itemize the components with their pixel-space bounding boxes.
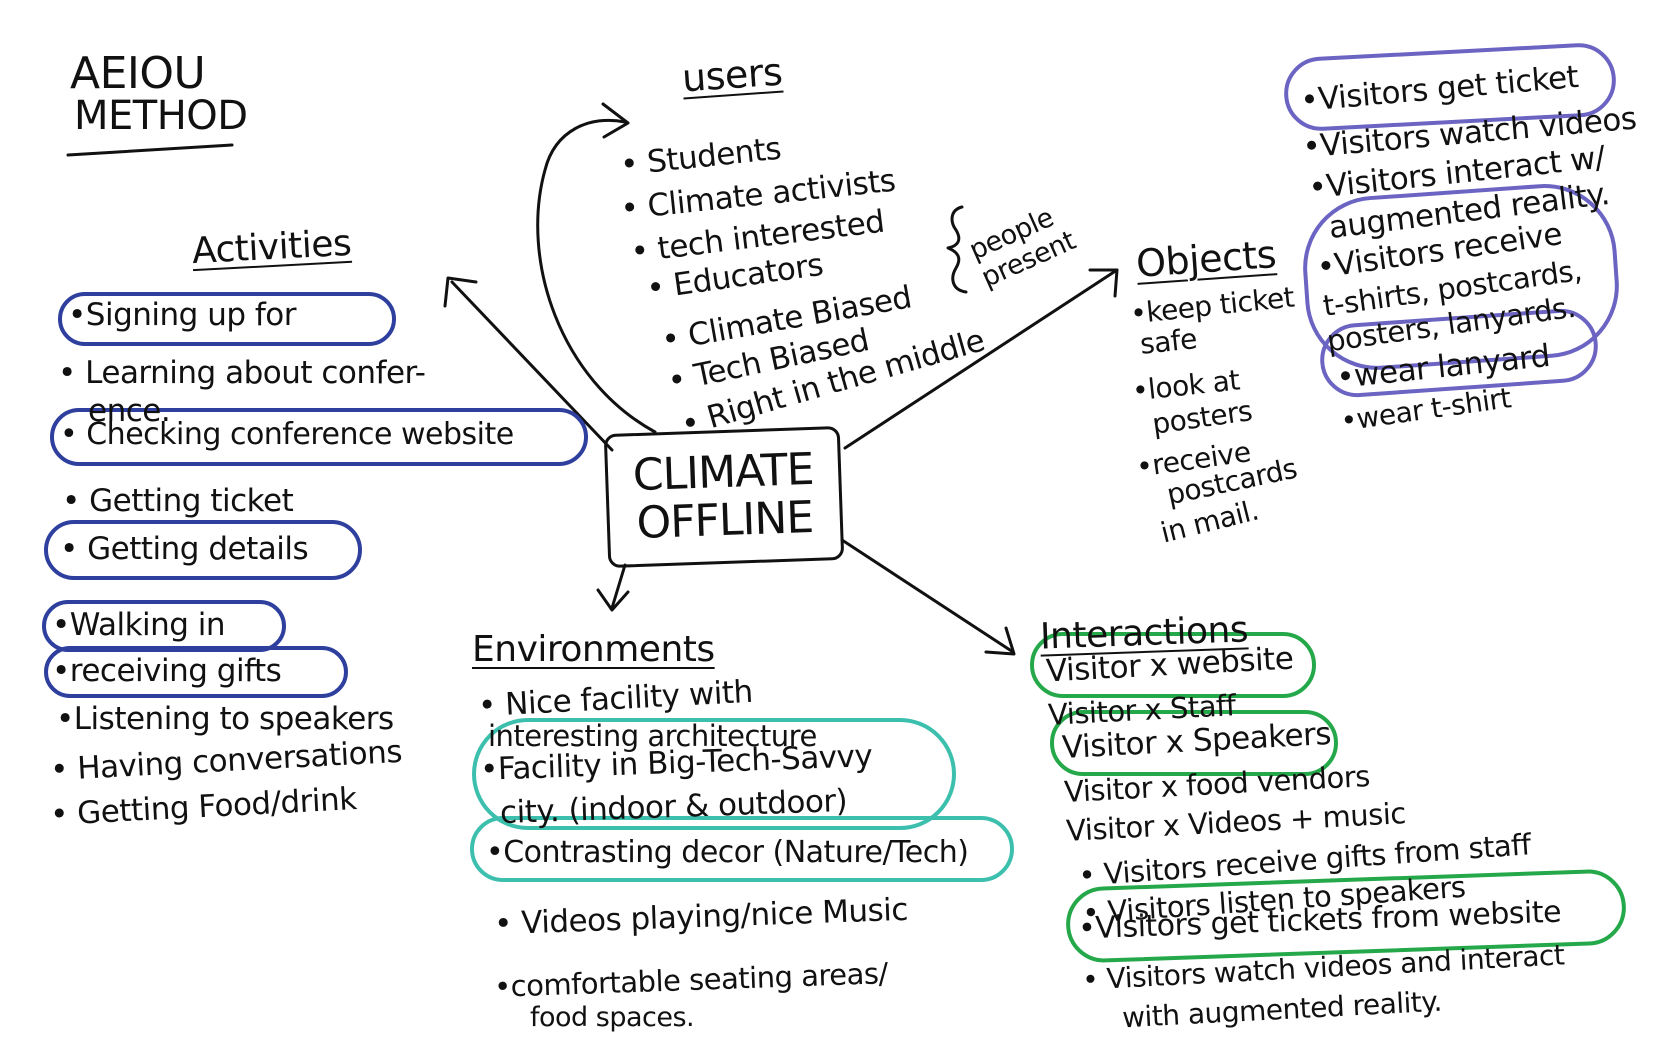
object-item: safe <box>1138 322 1199 361</box>
arrow-to-interactions <box>840 538 1015 654</box>
method-title-line2: METHOD <box>74 93 248 139</box>
highlight-visitors-get-tickets <box>1066 869 1626 963</box>
objects-heading: Objects <box>1134 232 1278 286</box>
activity-item: •Walking in <box>52 607 226 643</box>
arrowhead-environments <box>596 588 630 612</box>
highlight-facility-city <box>472 718 956 830</box>
activity-item: • Getting details <box>60 531 309 567</box>
activity-item: ence. <box>88 393 171 429</box>
highlight-visitors-receive <box>1303 184 1619 370</box>
activity-item: •Signing up for <box>68 297 297 333</box>
highlight-receiving-gifts <box>44 646 348 698</box>
arrowhead-activities <box>443 276 478 308</box>
environment-item: •Contrasting decor (Nature/Tech) <box>486 835 969 870</box>
environment-item: food spaces. <box>530 1002 695 1033</box>
environments-heading: Environments <box>472 629 715 670</box>
highlight-visitor-speakers <box>1050 710 1338 776</box>
activity-item: •receiving gifts <box>52 653 282 689</box>
highlight-visitor-website <box>1030 632 1316 698</box>
activity-item: • Learning about confer- <box>58 355 426 391</box>
highlight-wear-lanyard <box>1320 308 1598 398</box>
highlight-contrasting-decor <box>470 816 1014 882</box>
users-heading: users <box>680 49 784 101</box>
arrowhead-interactions <box>984 626 1016 656</box>
highlight-signing-up <box>58 292 396 346</box>
environment-item: interesting architecture <box>488 719 817 753</box>
center-topic-box: CLIMATE OFFLINE <box>603 425 845 569</box>
arrow-to-objects <box>843 268 1119 450</box>
arrow-to-activities <box>450 280 614 452</box>
method-title-line1: AEIOU <box>70 48 206 99</box>
activities-heading: Activities <box>191 222 353 273</box>
activity-item: •Listening to speakers <box>56 701 394 737</box>
arrowhead-users <box>601 102 630 139</box>
title-underline <box>66 143 234 157</box>
arrow-to-environments <box>610 563 627 610</box>
arrow-to-users <box>536 118 657 434</box>
activity-item: • Getting ticket <box>62 483 294 519</box>
highlight-getting-details <box>44 520 362 580</box>
highlight-visitors-get-ticket <box>1284 43 1616 131</box>
highlight-checking-website <box>50 408 588 466</box>
center-topic-line2: OFFLINE <box>635 491 814 550</box>
arrowhead-objects <box>1088 268 1119 298</box>
activity-item: • Checking conference website <box>60 417 514 452</box>
people-bracket <box>946 205 968 294</box>
